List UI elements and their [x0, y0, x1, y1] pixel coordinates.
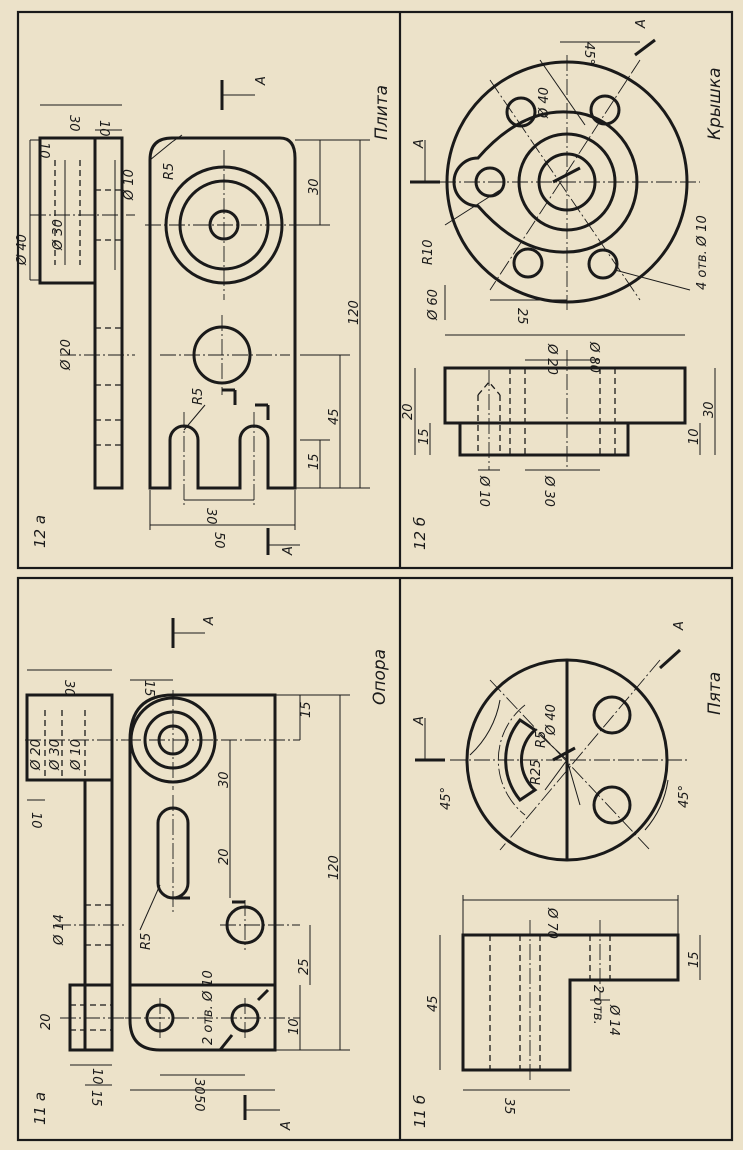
dim-label: 50	[191, 1095, 206, 1112]
dim-label: Ø 20	[29, 739, 44, 771]
panel-12b: 12 б Крышка А А 45° Ø 40 R10 4 отв. Ø 10…	[401, 19, 725, 550]
dim-label: 15	[299, 701, 314, 718]
dim-label: Ø 60	[426, 289, 441, 321]
dim-label: 45°	[581, 42, 596, 65]
dim-label: Ø 40	[15, 234, 30, 266]
cover-hole	[512, 247, 544, 279]
dim-label: Ø 20	[544, 343, 559, 375]
dim-label: 2 отв.	[590, 985, 605, 1025]
dim-label: R5	[191, 388, 206, 405]
dim-label: 30	[307, 178, 322, 195]
plate-side-body	[93, 136, 124, 490]
dim-label: 30	[702, 401, 717, 418]
cover-hole	[589, 94, 621, 126]
dim-label: 45°	[439, 787, 454, 810]
section-label-12a-top: А	[254, 76, 269, 86]
section-label-11b-left: А	[412, 716, 427, 726]
dim-label: R5	[139, 933, 154, 950]
dim-label: 15	[307, 453, 322, 470]
dim-label: 30	[217, 771, 232, 788]
dim-label: 2 отв. Ø 10	[201, 970, 216, 1045]
dim-label: Ø 30	[51, 219, 66, 251]
dim-label: 15	[417, 428, 432, 445]
dim-label: 35	[501, 1098, 516, 1115]
dim-label: 10	[287, 1018, 302, 1035]
cover-hole	[587, 248, 619, 280]
dim-label: Ø 70	[544, 907, 559, 939]
support-side-foot	[68, 983, 114, 1052]
dim-label: 20	[401, 403, 416, 420]
dim-label: Ø 10	[69, 739, 84, 771]
dim-label: 45	[327, 408, 342, 425]
cover-side-body	[443, 366, 687, 425]
dim-label: 25	[297, 958, 312, 975]
dim-label: 10	[96, 120, 111, 137]
panel-11b: 11 б Пята А А 45° R5 Ø 40 R25 45° Ø 70 4…	[411, 621, 725, 1128]
dim-label: Ø 30	[48, 739, 63, 771]
dim-label: 30	[66, 115, 81, 132]
section-label-12a-bottom: А	[281, 546, 296, 556]
dim-label: Ø 10	[476, 475, 491, 507]
dim-label: R10	[421, 239, 436, 265]
dim-label: Ø 20	[59, 339, 74, 371]
support-side-rib	[83, 778, 114, 1052]
dim-label: Ø 14	[52, 914, 67, 946]
heel-side-body	[461, 933, 680, 1072]
dim-label: 30	[203, 508, 218, 525]
dim-label: 20	[39, 1013, 54, 1030]
section-label-12b-right: А	[634, 19, 649, 29]
dim-label: 10	[687, 428, 702, 445]
panel-number-11b: 11 б	[411, 1095, 429, 1128]
panel-number-11a: 11 а	[31, 1092, 49, 1125]
section-label-11b-right: А	[672, 621, 687, 631]
dim-label: 45	[426, 995, 441, 1012]
dim-label: Ø 14	[606, 1004, 621, 1036]
panel-11a: 11 а Опора А А 30 15 Ø 20 Ø 30 Ø 10 10 1…	[25, 616, 390, 1131]
heel-hole	[592, 695, 632, 735]
dim-label: R5	[534, 731, 549, 748]
dim-label: Ø 40	[537, 87, 552, 119]
support-side-top	[25, 693, 114, 782]
dim-label: Ø 30	[541, 475, 556, 507]
dim-label: Ø 80	[586, 341, 601, 373]
panel-12a: 12 а Плита А А 30 10 10 Ø 40 Ø 30 Ø 10 Ø…	[15, 76, 392, 556]
dim-label: 10	[89, 1068, 104, 1085]
dim-label: 10	[36, 142, 51, 159]
frame-bottom	[16, 576, 734, 1142]
dim-label: 15	[687, 951, 702, 968]
dim-label: R5	[162, 163, 177, 180]
dim-label: 4 отв. Ø 10	[695, 215, 710, 290]
dim-label: 15	[141, 680, 156, 697]
section-label-11a-top: А	[202, 616, 217, 626]
panel-number-12b: 12 б	[411, 517, 429, 550]
heel-arc-slot	[504, 717, 538, 803]
plate-outline	[148, 136, 297, 490]
dim-label: 15	[88, 1090, 103, 1107]
dim-label: 45°	[677, 785, 692, 808]
part-title-11b: Пята	[705, 672, 725, 715]
plate-side-boss	[38, 136, 97, 285]
dim-label: 120	[347, 300, 362, 325]
dim-label: 50	[211, 532, 226, 549]
dim-label: R25	[529, 759, 544, 785]
part-title-12b: Крышка	[705, 67, 725, 140]
dim-label: 120	[327, 855, 342, 880]
support-outline	[128, 693, 277, 1052]
panel-number-12a: 12 а	[31, 515, 49, 548]
dim-label: Ø 40	[544, 704, 559, 736]
frame-top	[16, 10, 734, 570]
heel-hole	[592, 785, 632, 825]
part-title-11a: Опора	[370, 649, 390, 705]
dim-label: 25	[514, 308, 529, 325]
cover-side-step	[458, 421, 630, 457]
dim-label: Ø 10	[122, 169, 137, 201]
part-title-12a: Плита	[372, 85, 392, 140]
dim-label: 10	[28, 812, 43, 829]
dim-label: 20	[217, 848, 232, 865]
dim-label: 30	[191, 1078, 206, 1095]
section-label-11a-bottom: А	[279, 1121, 294, 1131]
section-label-12b-left: А	[412, 139, 427, 149]
dim-label: 30	[61, 680, 76, 697]
